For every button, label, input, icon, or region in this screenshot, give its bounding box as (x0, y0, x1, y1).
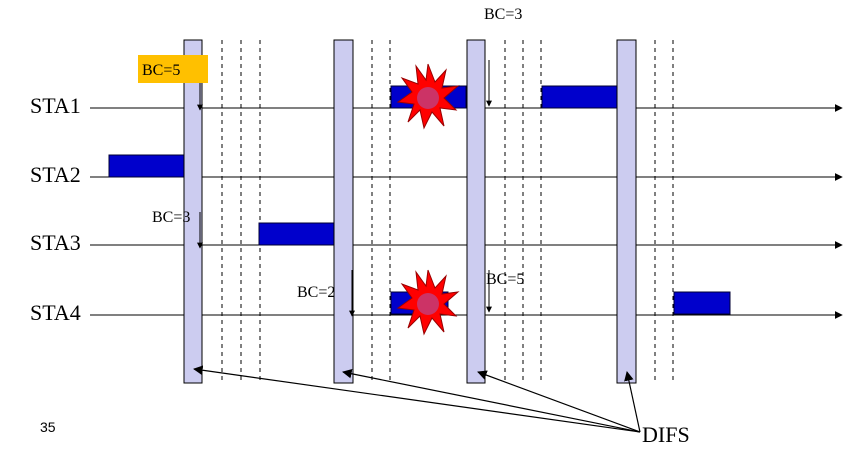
difs-arrow (477, 370, 641, 433)
frame-sta3 (258, 222, 335, 246)
difs-slots (183, 39, 637, 384)
difs-slot (333, 39, 354, 384)
slot-dashed-lines (221, 40, 674, 383)
difs-arrow (342, 369, 641, 433)
collision-burst-bottom (396, 269, 460, 336)
collision-core (417, 293, 439, 315)
difs-arrow (193, 365, 641, 433)
frame-sta2 (108, 154, 185, 178)
page-number: 35 (40, 419, 56, 435)
frame-sta1 (541, 85, 618, 109)
station-timelines (90, 104, 843, 319)
difs-arrow (624, 371, 641, 433)
bc-label-sta4-b: BC=5 (486, 271, 524, 288)
bc-label-sta3: BC=3 (152, 209, 190, 226)
station-label-sta3: STA3 (30, 230, 81, 255)
difs-slot (183, 39, 203, 384)
collision-core (417, 87, 439, 109)
bc-label-sta1: BC=5 (142, 62, 180, 79)
bc-highlight-box (138, 55, 208, 83)
difs-slot (616, 39, 637, 384)
frame-sta4 (673, 291, 731, 315)
station-label-sta4: STA4 (30, 300, 81, 325)
station-label-sta2: STA2 (30, 162, 81, 187)
difs-callout-arrows (193, 365, 641, 433)
collision-burst-top (396, 63, 460, 130)
bc-label-sta4-a: BC=2 (297, 284, 335, 301)
station-label-sta1: STA1 (30, 93, 81, 118)
backoff-arrows (197, 60, 492, 317)
bc-label-top: BC=3 (484, 6, 522, 23)
difs-label: DIFS (642, 422, 690, 447)
difs-slot (466, 39, 486, 384)
